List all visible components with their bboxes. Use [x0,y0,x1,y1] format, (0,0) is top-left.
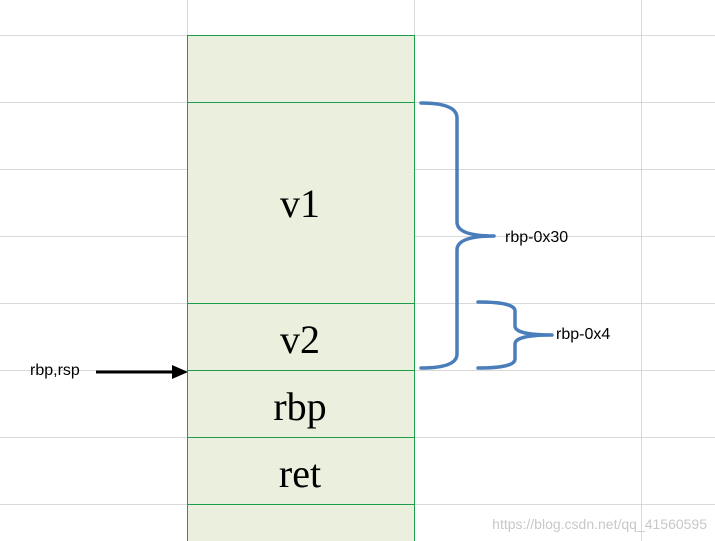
stack-cell-v2 [187,303,415,371]
stack-cell-label-rbp: rbp [273,384,326,429]
brace-rbp-0x4 [476,300,554,370]
label-rbp-0x4: rbp-0x4 [556,326,610,343]
stack-cell-bottom [187,504,415,541]
stack-cell-label-v2: v2 [280,317,320,362]
stack-cell-v1 [187,102,415,304]
stack-cell-label-v1: v1 [280,181,320,226]
label-rbp-rsp: rbp,rsp [30,362,80,379]
arrow-head [172,365,188,379]
watermark-text: https://blog.csdn.net/qq_41560595 [492,516,707,532]
stack-cell-top [187,35,415,103]
stack-column: v1 v2 rbp ret [187,35,415,541]
stack-cell-ret [187,437,415,505]
label-rbp-0x30: rbp-0x30 [505,229,568,246]
stack-cell-label-ret: ret [279,451,321,496]
stack-cell-rbp [187,370,415,438]
pointer-arrow [96,365,188,379]
brace-rbp-0x30 [419,101,496,370]
